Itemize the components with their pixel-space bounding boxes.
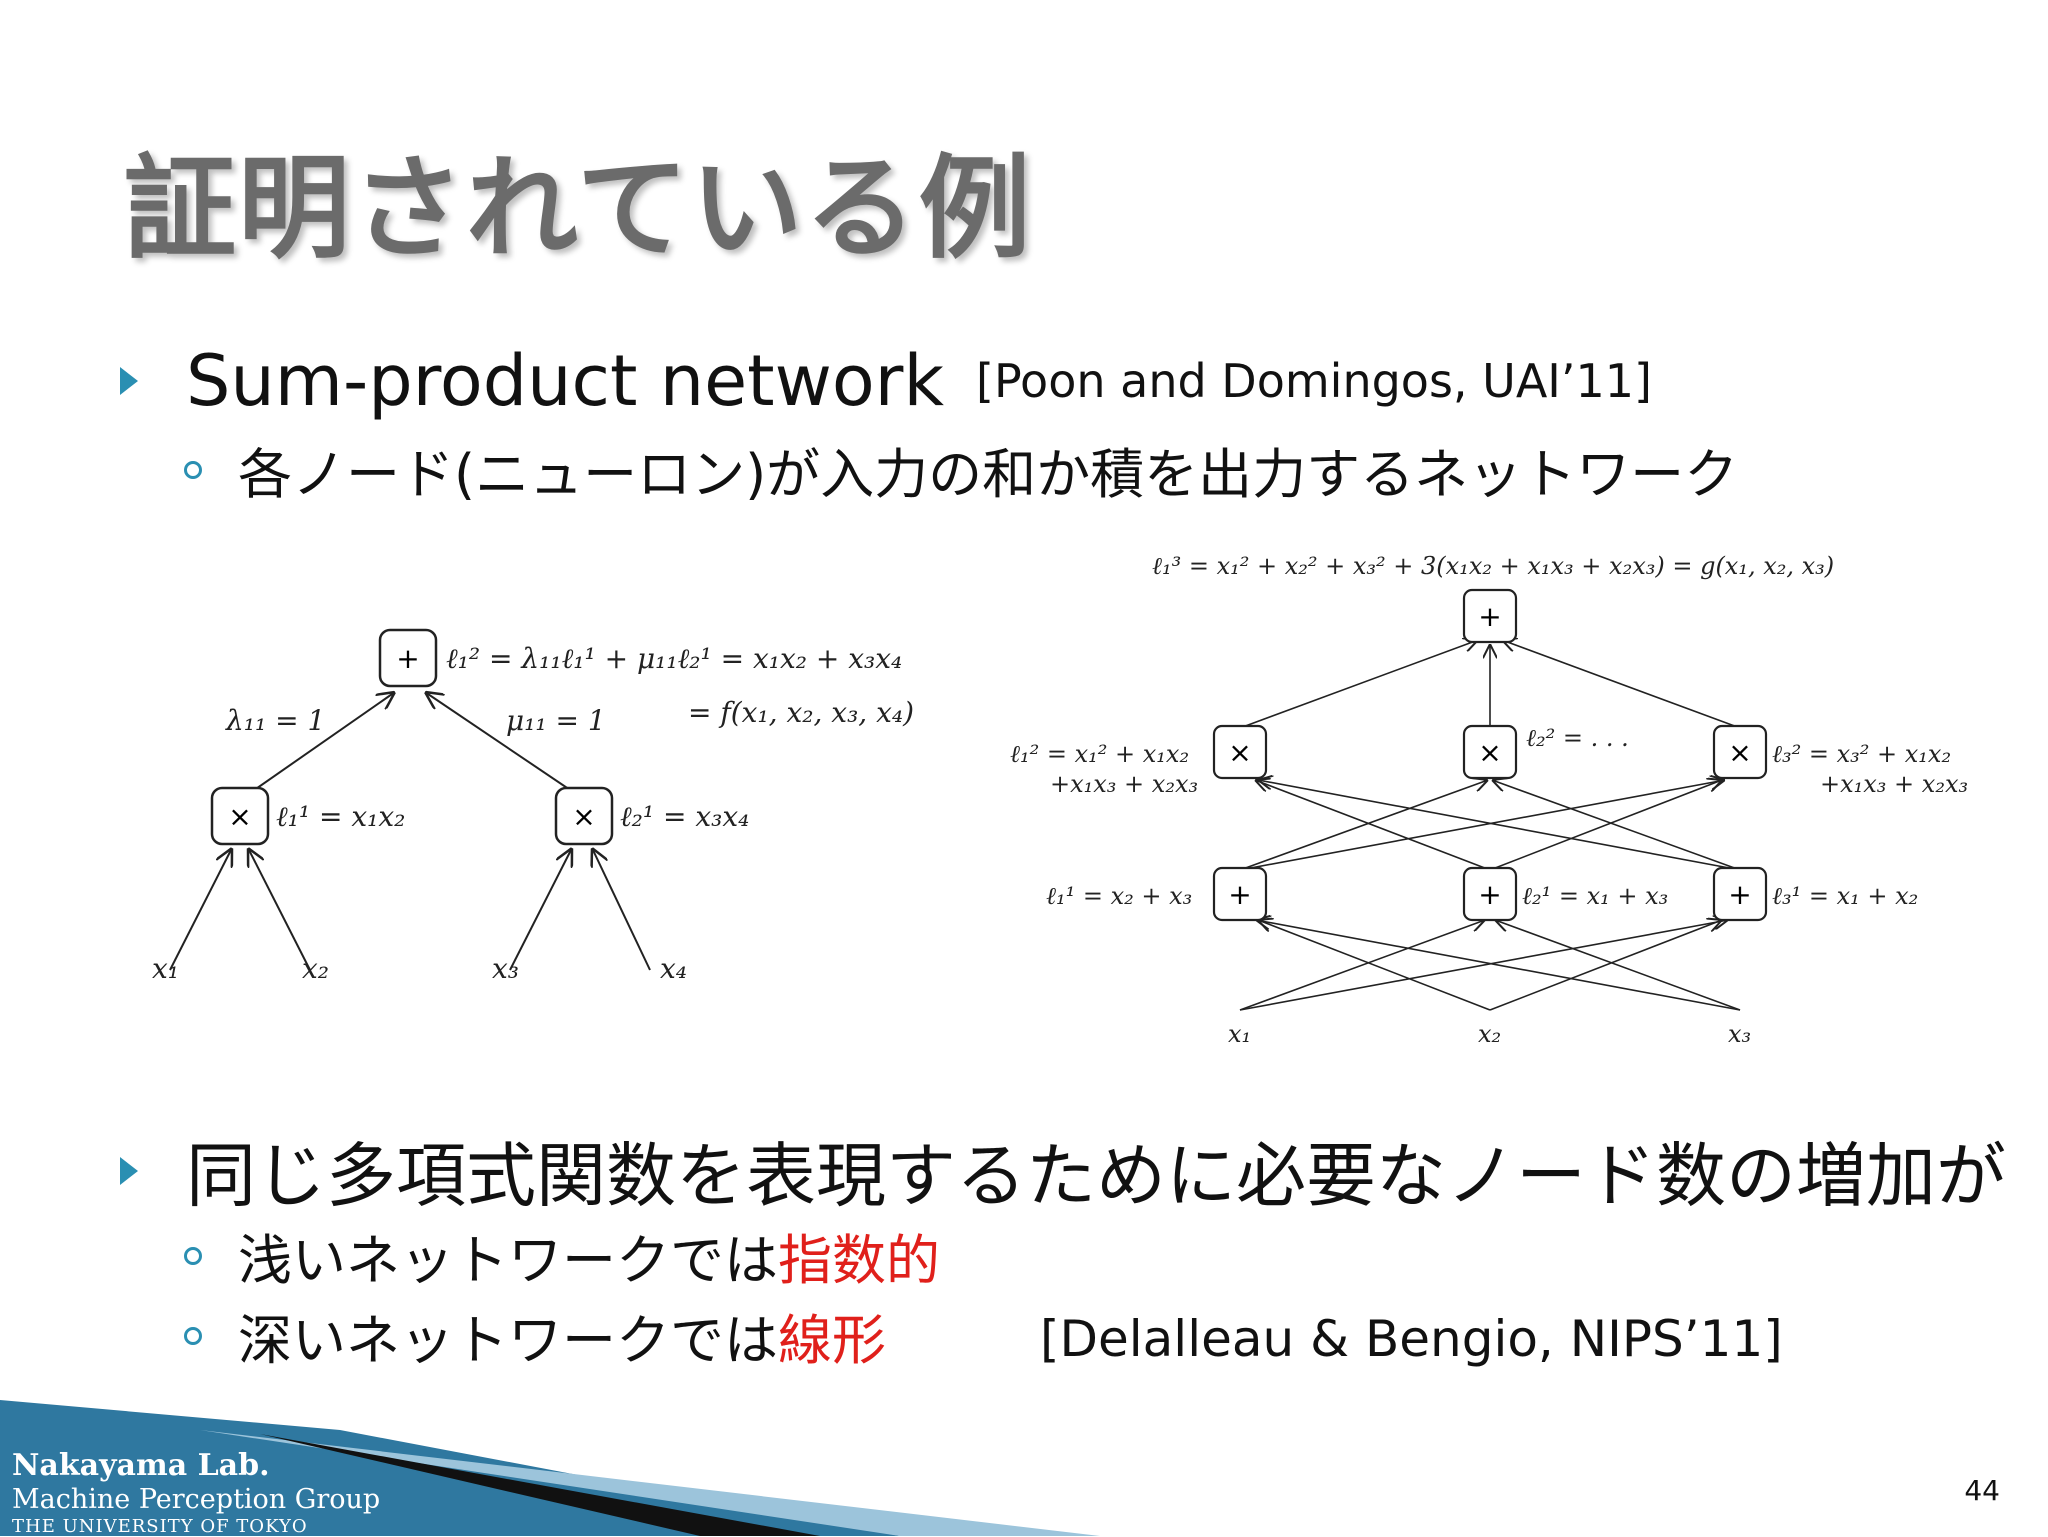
left-prod2-op: × bbox=[572, 800, 595, 833]
right-top-equation: ℓ₁³ = x₁² + x₂² + x₃² + 3(x₁x₂ + x₁x₃ + … bbox=[1152, 552, 1834, 580]
sub-bullet-circle-icon bbox=[184, 1326, 202, 1345]
bullet2-main-text: 同じ多項式関数を表現するために必要なノード数の増加が bbox=[186, 1135, 2006, 1217]
left-root-sum-node bbox=[378, 628, 438, 688]
right-input-x1: x₁ bbox=[1228, 1020, 1251, 1048]
left-spn-diagram: + × × ℓ₁² = λ₁₁ℓ₁¹ + μ₁₁ℓ₂¹ = x₁x₂ + x₃x… bbox=[152, 628, 914, 985]
bullet1-main-text: Sum-product network bbox=[186, 340, 945, 422]
left-root-equation-2: = f(x₁, x₂, x₃, x₄) bbox=[688, 696, 914, 729]
bullet2-sub-shallow: 浅いネットワークでは指数的 bbox=[184, 1216, 940, 1295]
right-low-left-eq: ℓ₁¹ = x₂ + x₃ bbox=[1046, 882, 1192, 910]
right-sum1-op: + bbox=[1228, 878, 1251, 911]
left-product-node-1 bbox=[210, 786, 270, 846]
right-low-right-eq: ℓ₃¹ = x₁ + x₂ bbox=[1772, 882, 1918, 910]
sub-bullet-circle-icon bbox=[184, 460, 202, 479]
right-mid-left-eq2: +x₁x₃ + x₂x₃ bbox=[1050, 770, 1198, 798]
delalleau-citation: [Delalleau & Bengio, NIPS’11] bbox=[1040, 1310, 1783, 1368]
right-mid-center-eq: ℓ₂² = . . . bbox=[1526, 724, 1629, 752]
sub-bullet-circle-icon bbox=[184, 1246, 202, 1265]
left-root-op: + bbox=[396, 642, 419, 675]
bullet1-citation: [Poon and Domingos, UAI’11] bbox=[976, 354, 1652, 408]
sub1-emphasis: 指数的 bbox=[778, 1229, 940, 1292]
right-sum-node-2 bbox=[1462, 866, 1518, 922]
right-sum3-op: + bbox=[1728, 878, 1751, 911]
left-weight-mu: μ₁₁ = 1 bbox=[506, 704, 606, 737]
right-sum2-op: + bbox=[1478, 878, 1501, 911]
slide-title: 証明されている例 bbox=[124, 144, 1033, 274]
bullet-triangle-icon bbox=[120, 1156, 138, 1185]
left-input-x1: x₁ bbox=[152, 952, 179, 985]
footer-banner bbox=[0, 1400, 1100, 1536]
left-input-x4: x₄ bbox=[660, 952, 687, 985]
right-product-node-1 bbox=[1212, 724, 1268, 780]
left-weight-lambda: λ₁₁ = 1 bbox=[225, 704, 325, 737]
left-input-x2: x₂ bbox=[302, 952, 329, 985]
left-prod2-equation: ℓ₂¹ = x₃x₄ bbox=[620, 800, 749, 833]
right-mid-left-eq1: ℓ₁² = x₁² + x₁x₂ bbox=[1010, 740, 1189, 768]
bullet2-sub-deep: 深いネットワークでは線形 bbox=[184, 1296, 886, 1375]
right-prod3-op: × bbox=[1728, 736, 1751, 769]
right-root-sum-node bbox=[1462, 588, 1518, 644]
sub2-text: 深いネットワークでは bbox=[238, 1309, 778, 1372]
sub2-emphasis: 線形 bbox=[778, 1309, 886, 1372]
right-product-node-3 bbox=[1712, 724, 1768, 780]
right-input-x2: x₂ bbox=[1478, 1020, 1501, 1048]
left-input-x3: x₃ bbox=[492, 952, 519, 985]
page-number: 44 bbox=[1964, 1474, 2000, 1507]
right-sum-node-3 bbox=[1712, 866, 1768, 922]
right-spn-diagram: + × × × + + + ℓ₁³ = x₁² + x₂² + x₃² + 3(… bbox=[1010, 552, 1968, 1048]
lab-name: Nakayama Lab. bbox=[12, 1448, 270, 1483]
right-product-node-2 bbox=[1462, 724, 1518, 780]
right-prod2-op: × bbox=[1478, 736, 1501, 769]
left-product-node-2 bbox=[554, 786, 614, 846]
right-input-x3: x₃ bbox=[1728, 1020, 1751, 1048]
right-low-center-eq: ℓ₂¹ = x₁ + x₃ bbox=[1522, 882, 1668, 910]
right-prod1-op: × bbox=[1228, 736, 1251, 769]
right-mid-right-eq2: +x₁x₃ + x₂x₃ bbox=[1820, 770, 1968, 798]
right-sum-node-1 bbox=[1212, 866, 1268, 922]
left-prod1-equation: ℓ₁¹ = x₁x₂ bbox=[276, 800, 405, 833]
left-prod1-op: × bbox=[228, 800, 251, 833]
bullet1-sub: 各ノード(ニューロン)が入力の和か積を出力するネットワーク bbox=[184, 430, 1738, 509]
lab-group: Machine Perception Group bbox=[12, 1484, 381, 1515]
bullet-triangle-icon bbox=[120, 367, 138, 395]
right-root-op: + bbox=[1478, 600, 1501, 633]
right-mid-right-eq1: ℓ₃² = x₃² + x₁x₂ bbox=[1772, 740, 1951, 768]
bullet-node-growth: 同じ多項式関数を表現するために必要なノード数の増加が bbox=[120, 1120, 2006, 1221]
left-root-equation: ℓ₁² = λ₁₁ℓ₁¹ + μ₁₁ℓ₂¹ = x₁x₂ + x₃x₄ bbox=[446, 642, 902, 675]
sub1-text: 浅いネットワークでは bbox=[238, 1229, 778, 1292]
lab-university: THE UNIVERSITY OF TOKYO bbox=[12, 1516, 308, 1537]
bullet-sum-product: Sum-product network [Poon and Domingos, … bbox=[120, 340, 1652, 422]
bullet1-sub-text: 各ノード(ニューロン)が入力の和か積を出力するネットワーク bbox=[238, 443, 1739, 506]
